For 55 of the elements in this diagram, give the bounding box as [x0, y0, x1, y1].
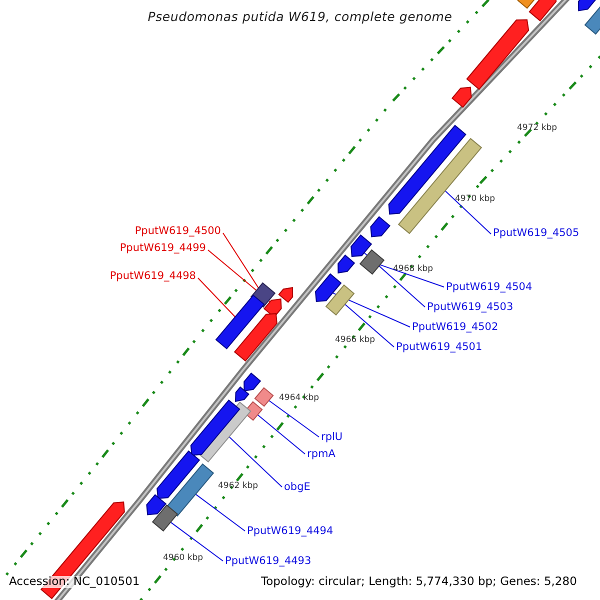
leader-line	[268, 400, 320, 438]
tick-label: 4970 kbp	[455, 195, 496, 204]
gene-feature	[166, 463, 214, 517]
leader-line	[170, 522, 224, 562]
leader-line	[222, 232, 259, 288]
gene-pointed-feature	[278, 287, 294, 303]
gene-pointed-feature	[190, 400, 240, 456]
gene-label: PputW619_4499	[120, 243, 206, 254]
footer-text: Topology: circular; Length: 5,774,330 bp; Genes: 5,280	[261, 576, 577, 588]
gene-square-feature	[517, 0, 537, 9]
gene-label: PputW619_4504	[446, 282, 532, 292]
leader-line	[364, 252, 426, 308]
gene-label: PputW619_4494	[247, 526, 334, 536]
gene-square-feature	[359, 249, 385, 275]
gene-label: PputW619_4498	[110, 271, 196, 282]
leader-line	[195, 494, 246, 532]
leader-line	[257, 414, 306, 454]
gene-label: PputW619_4500	[134, 226, 221, 236]
footer-text: Accession: NC_010501	[9, 576, 140, 588]
gene-label: PputW619_4493	[225, 556, 312, 566]
gene-feature	[325, 284, 355, 316]
leader-line	[344, 304, 394, 348]
tick-label: 4962 kbp	[218, 482, 258, 490]
gene-pointed-feature	[528, 0, 557, 22]
tick-label: 4972 kbp	[517, 124, 558, 132]
gene-label: rplU	[321, 432, 343, 442]
gene-label: PputW619_4501	[396, 342, 482, 352]
gene-square-feature	[254, 387, 274, 407]
tick-label: 4968 kbp	[393, 265, 434, 274]
gene-pointed-feature	[466, 19, 530, 90]
gene-pointed-feature	[234, 313, 278, 362]
gene-label: PputW619_4503	[427, 302, 514, 312]
leader-line	[198, 278, 236, 318]
gene-pointed-feature	[370, 216, 390, 238]
gene-pointed-feature	[452, 86, 472, 108]
tick-label: 4966 kbp	[335, 336, 376, 344]
gene-pointed-feature	[314, 273, 342, 302]
gene-pointed-feature	[338, 254, 356, 274]
gene-feature	[215, 294, 265, 350]
tick-label: 4960 kbp	[163, 554, 204, 562]
gene-square-feature	[152, 504, 178, 532]
gene-pointed-feature	[234, 386, 250, 402]
gene-label: obgE	[284, 482, 310, 492]
title: Pseudomonas putida W619, complete genome	[146, 11, 454, 24]
leader-line	[380, 264, 444, 288]
gene-pointed-feature	[244, 372, 262, 392]
leader-line	[228, 436, 282, 488]
gene-label: rpmA	[307, 449, 336, 460]
gene-pointed-feature	[156, 450, 200, 499]
gene-label: PputW619_4502	[412, 322, 498, 332]
leader-line	[444, 190, 492, 234]
gene-label: PputW619_4505	[493, 228, 580, 238]
gene-pointed-feature	[578, 0, 597, 12]
gene-pointed-feature	[350, 234, 372, 257]
tick-label: 4964 kbp	[279, 394, 320, 402]
